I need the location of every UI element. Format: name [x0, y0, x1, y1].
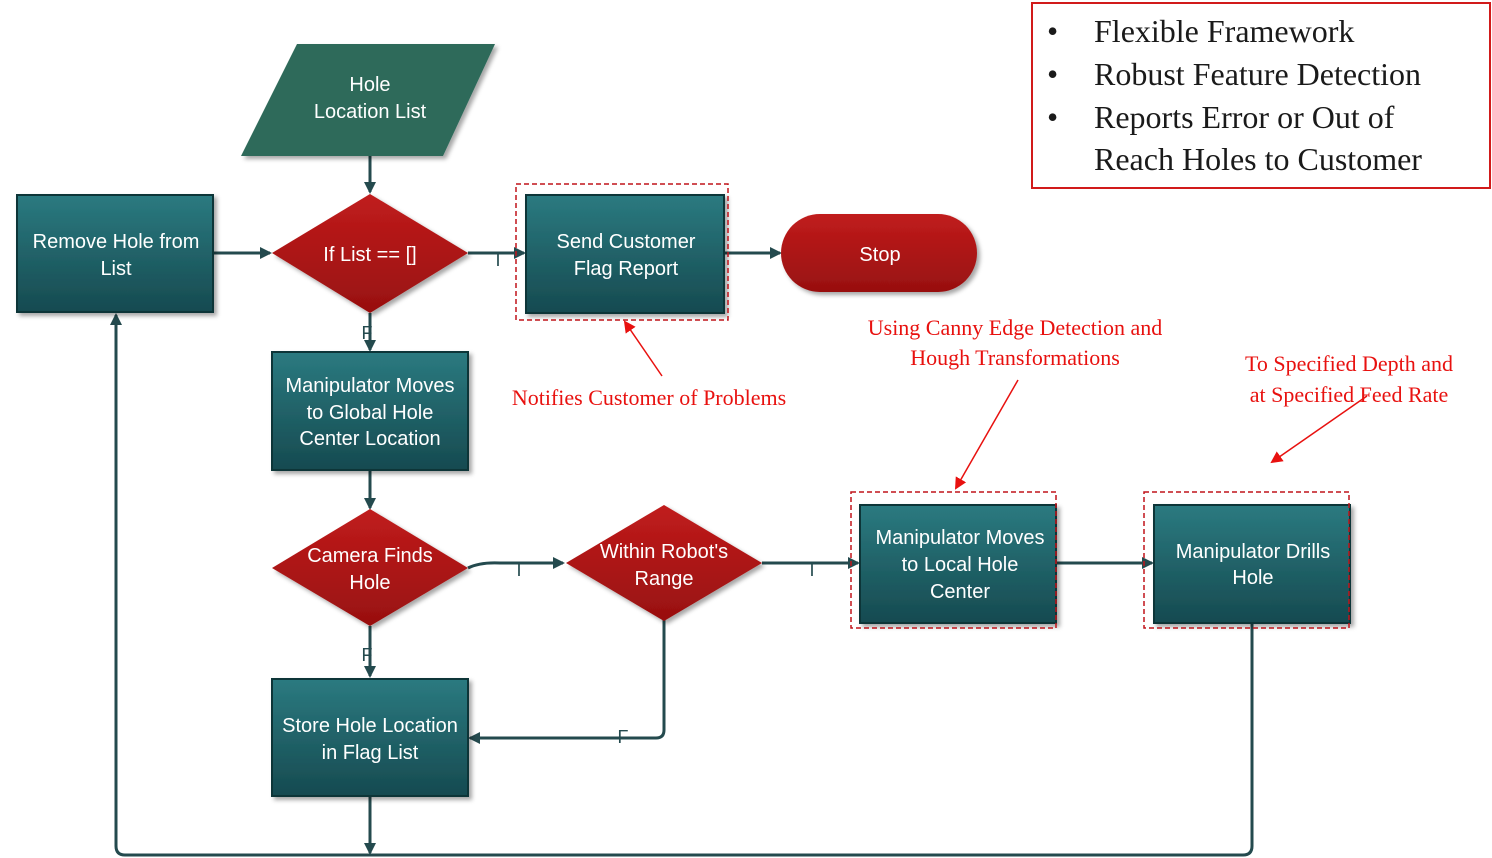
remove-hole-node: Remove Hole from List — [16, 194, 214, 313]
camera-finds-decision: Camera Finds Hole — [272, 509, 468, 626]
remove-hole-line-2: List — [100, 258, 132, 280]
edge-drill-loop — [110, 313, 1254, 857]
global-move-line-2: to Global Hole — [307, 402, 434, 424]
annotation-canny-line-1: Using Canny Edge Detection and — [868, 315, 1163, 340]
feature-bullet-3: • — [1047, 99, 1058, 135]
feature-box: • Flexible Framework • Robust Feature De… — [1031, 2, 1491, 189]
send-report-line-2: Flag Report — [574, 258, 679, 280]
local-move-highlight — [850, 491, 1057, 629]
feature-item-1: Flexible Framework — [1094, 13, 1354, 49]
annotation-canny-line-2: Hough Transformations — [910, 345, 1120, 370]
hole-list-line-2: Location List — [314, 101, 427, 123]
local-move-line-3: Center — [930, 581, 990, 603]
global-move-line-3: Center Location — [299, 428, 440, 450]
edge-label-range-true: T — [807, 560, 818, 580]
edge-label-list-false: F — [362, 323, 373, 343]
drill-line-2: Hole — [1232, 567, 1273, 589]
annotation-depth-line-1: To Specified Depth and — [1245, 351, 1453, 376]
annotations: Notifies Customer of Problems Using Cann… — [512, 315, 1453, 490]
edge-label-list-true: T — [493, 250, 504, 270]
store-flag-line-2: in Flag List — [322, 742, 419, 764]
edge-camera-true — [467, 557, 565, 570]
send-report-line-1: Send Customer — [557, 231, 696, 253]
global-move-node: Manipulator Moves to Global Hole Center … — [271, 351, 469, 471]
feature-bullet-2: • — [1047, 56, 1058, 92]
feature-bullet-1: • — [1047, 13, 1058, 49]
hole-list-line-1: Hole — [349, 74, 390, 96]
hole-location-list-node: Hole Location List — [241, 44, 495, 156]
annotation-problems: Notifies Customer of Problems — [512, 385, 786, 410]
camera-finds-line-1: Camera Finds — [307, 545, 433, 567]
edge-range-false — [468, 620, 666, 744]
annotation-problems-arrow — [623, 320, 663, 377]
stop-label: Stop — [859, 244, 900, 266]
send-report-highlight — [515, 183, 729, 321]
drill-line-1: Manipulator Drills — [1176, 541, 1331, 563]
store-flag-node: Store Hole Location in Flag List — [271, 678, 469, 797]
remove-hole-line-1: Remove Hole from — [33, 231, 200, 253]
edge-labels: T F T F T F — [362, 250, 818, 747]
within-range-line-1: Within Robot's — [600, 541, 728, 563]
drill-highlight — [1143, 491, 1350, 629]
edge-label-range-false: F — [618, 727, 629, 747]
edge-label-camera-false: F — [362, 645, 373, 665]
send-report-node: Send Customer Flag Report — [515, 183, 729, 321]
feature-item-2: Robust Feature Detection — [1094, 56, 1421, 92]
global-move-line-1: Manipulator Moves — [286, 375, 455, 397]
within-range-decision: Within Robot's Range — [566, 505, 762, 621]
store-flag-line-1: Store Hole Location — [282, 715, 458, 737]
within-range-line-2: Range — [635, 568, 694, 590]
list-empty-decision: If List == [] — [272, 194, 468, 313]
local-move-line-1: Manipulator Moves — [876, 527, 1045, 549]
edge-label-camera-true: T — [514, 560, 525, 580]
camera-finds-line-2: Hole — [349, 572, 390, 594]
local-move-line-2: to Local Hole — [902, 554, 1019, 576]
list-empty-label: If List == [] — [323, 244, 416, 266]
annotation-canny-arrow — [955, 379, 1019, 490]
annotation-depth-arrow — [1270, 395, 1368, 464]
local-move-node: Manipulator Moves to Local Hole Center — [850, 491, 1057, 629]
feature-item-3: Reports Error or Out of — [1094, 99, 1395, 135]
feature-item-4: Reach Holes to Customer — [1094, 141, 1422, 177]
annotation-depth-line-2: at Specified Feed Rate — [1250, 382, 1449, 407]
drill-node: Manipulator Drills Hole — [1143, 491, 1351, 629]
connectors — [110, 155, 1254, 857]
stop-node: Stop — [781, 214, 977, 292]
